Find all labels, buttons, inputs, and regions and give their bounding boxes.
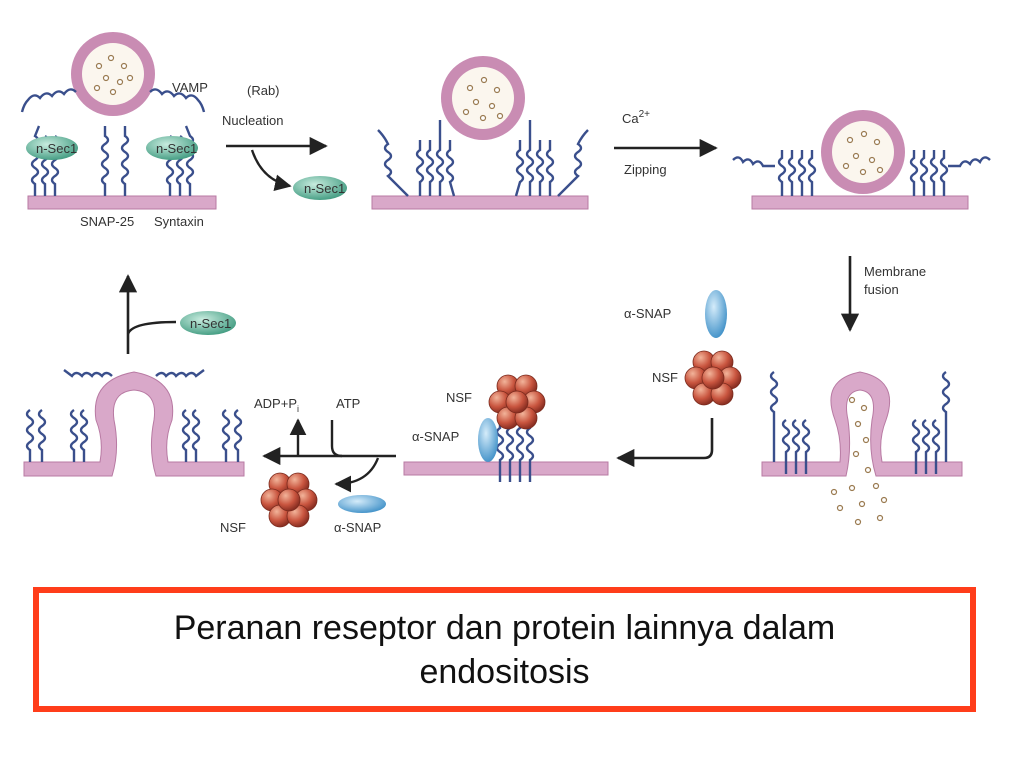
panel-fused xyxy=(761,371,963,526)
fusion-label: fusion xyxy=(864,282,899,297)
nsf-hexamer xyxy=(684,350,742,406)
caption-line-2: endositosis xyxy=(419,652,590,691)
svg-text:n-Sec1: n-Sec1 xyxy=(190,316,231,331)
zipping-label: Zipping xyxy=(624,162,667,177)
snare-coils xyxy=(25,369,243,462)
vesicle xyxy=(71,32,155,116)
caption-text: Peranan reseptor dan protein lainnya dal… xyxy=(95,606,915,694)
calcium-label: Ca2+ xyxy=(622,109,650,126)
nsf-hexamer xyxy=(260,472,318,528)
nsf-label: NSF xyxy=(652,370,678,385)
plasma-membrane xyxy=(371,195,589,210)
nucleation-arrow: (Rab) Nucleation n-Sec1 xyxy=(222,83,347,200)
alpha-snap xyxy=(478,418,498,462)
caption-box: Peranan reseptor dan protein lainnya dal… xyxy=(33,587,976,712)
plasma-membrane xyxy=(403,461,609,476)
adp-label: ADP+Pi xyxy=(254,396,299,414)
snare-coils xyxy=(732,150,991,196)
fusion-arrow: Membrane fusion xyxy=(840,256,926,332)
alpha-snap-label: α-SNAP xyxy=(334,520,381,535)
snare-cycle-diagram: n-Sec1 n-Sec1 VAMP SNAP-25 Syntaxin (Rab… xyxy=(20,32,991,535)
caption-line-1: Peranan reseptor dan protein lainnya dal… xyxy=(173,608,836,647)
nsec1-bound-right: n-Sec1 xyxy=(146,136,198,160)
plasma-membrane xyxy=(751,195,969,210)
panel-recycled xyxy=(23,369,245,477)
nsf-label: NSF xyxy=(220,520,246,535)
nsec1-label: n-Sec1 xyxy=(36,141,77,156)
disassembly-arrow: ADP+Pi ATP NSF α-SNAP xyxy=(220,396,396,535)
nsec1-bound-left: n-Sec1 xyxy=(26,136,78,160)
released-cargo xyxy=(830,396,888,526)
alpha-snap-label: α-SNAP xyxy=(624,306,671,321)
panel-zipped xyxy=(732,110,991,210)
alpha-snap xyxy=(338,495,386,513)
panel-cis-snare: NSF α-SNAP xyxy=(403,374,609,482)
nucleation-label: Nucleation xyxy=(222,113,283,128)
nsf-snap-binding: α-SNAP NSF xyxy=(616,290,742,468)
svg-text:n-Sec1: n-Sec1 xyxy=(304,181,345,196)
nsf-hexamer xyxy=(488,374,546,430)
vesicle xyxy=(441,56,525,140)
nsec1-label: n-Sec1 xyxy=(156,141,197,156)
return-arrow: n-Sec1 xyxy=(118,274,236,354)
alpha-snap-label: α-SNAP xyxy=(412,429,459,444)
vesicle xyxy=(821,110,905,194)
membrane-label: Membrane xyxy=(864,264,926,279)
vamp-coils xyxy=(20,88,206,113)
rab-label: (Rab) xyxy=(247,83,280,98)
snap25-label: SNAP-25 xyxy=(80,214,134,229)
nsec1-return: n-Sec1 xyxy=(180,311,236,335)
fused-membrane xyxy=(761,371,963,477)
zipping-arrow: Ca2+ Zipping xyxy=(614,109,718,177)
plasma-membrane xyxy=(27,195,217,210)
panel-docking: n-Sec1 n-Sec1 VAMP SNAP-25 Syntaxin xyxy=(20,32,217,229)
snare-coils xyxy=(769,371,951,474)
snare-coils xyxy=(377,120,589,197)
syntaxin-label: Syntaxin xyxy=(154,214,204,229)
vamp-label: VAMP xyxy=(172,80,208,95)
alpha-snap xyxy=(705,290,727,338)
omega-membrane xyxy=(23,371,245,477)
nsec1-released: n-Sec1 xyxy=(293,176,347,200)
atp-label: ATP xyxy=(336,396,360,411)
panel-nucleated xyxy=(371,56,589,210)
nsf-label: NSF xyxy=(446,390,472,405)
